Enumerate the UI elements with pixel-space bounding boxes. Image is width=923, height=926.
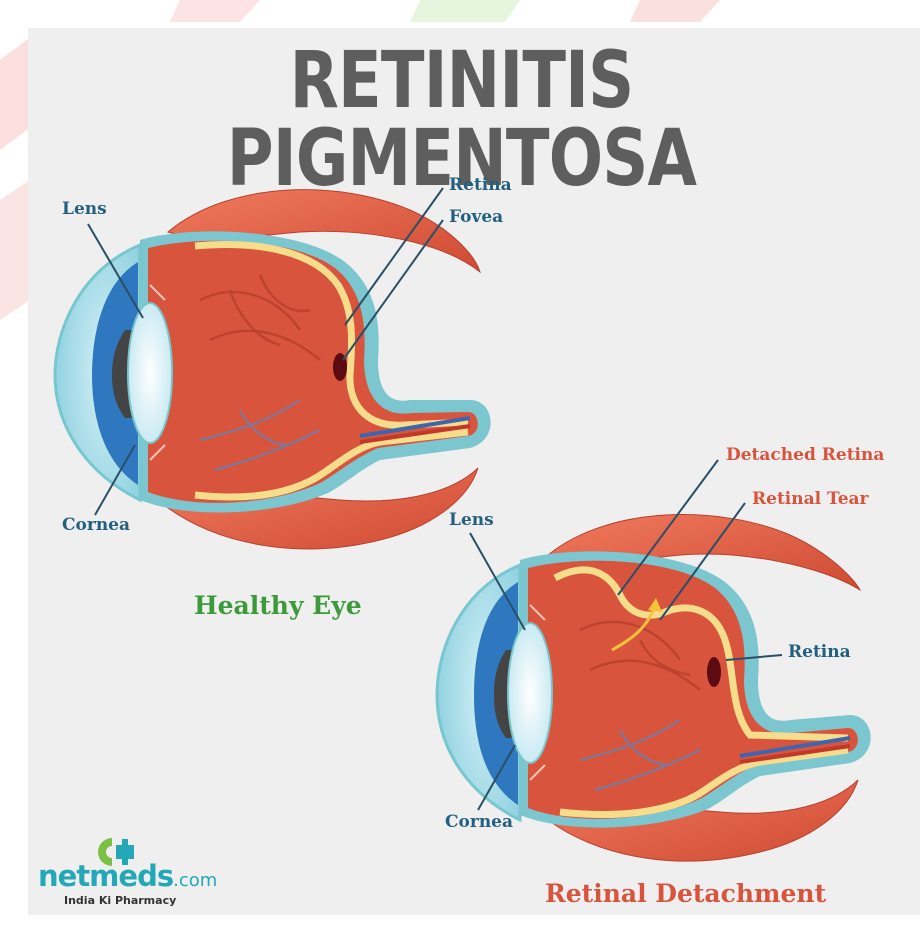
- detached-fovea: [707, 657, 721, 687]
- detached-lens-label: Lens: [449, 512, 494, 529]
- healthy-lens: [128, 303, 172, 443]
- detached-cornea-label: Cornea: [445, 814, 513, 831]
- brand-tagline: India Ki Pharmacy: [64, 895, 176, 906]
- detached-eyeball: [528, 561, 858, 819]
- detached-lens: [508, 623, 552, 763]
- brand-suffix: .com: [173, 870, 217, 891]
- healthy-cornea-label: Cornea: [62, 517, 130, 534]
- detached-retina-normal-label: Retina: [788, 644, 851, 661]
- retinal-tear-label: Retinal Tear: [752, 491, 869, 508]
- healthy-lens-label: Lens: [62, 201, 107, 218]
- detached-eye-diagram: [437, 515, 871, 862]
- healthy-eye-caption: Healthy Eye: [194, 593, 362, 618]
- brand-name: netmeds.com: [38, 862, 217, 891]
- healthy-fovea-label: Fovea: [449, 209, 503, 226]
- healthy-retina-label: Retina: [449, 177, 512, 194]
- healthy-eyeball: [148, 241, 478, 503]
- retinal-detachment-caption: Retinal Detachment: [545, 881, 826, 906]
- brand-name-text: netmeds: [38, 859, 173, 893]
- detached-retina-label: Detached Retina: [726, 447, 884, 464]
